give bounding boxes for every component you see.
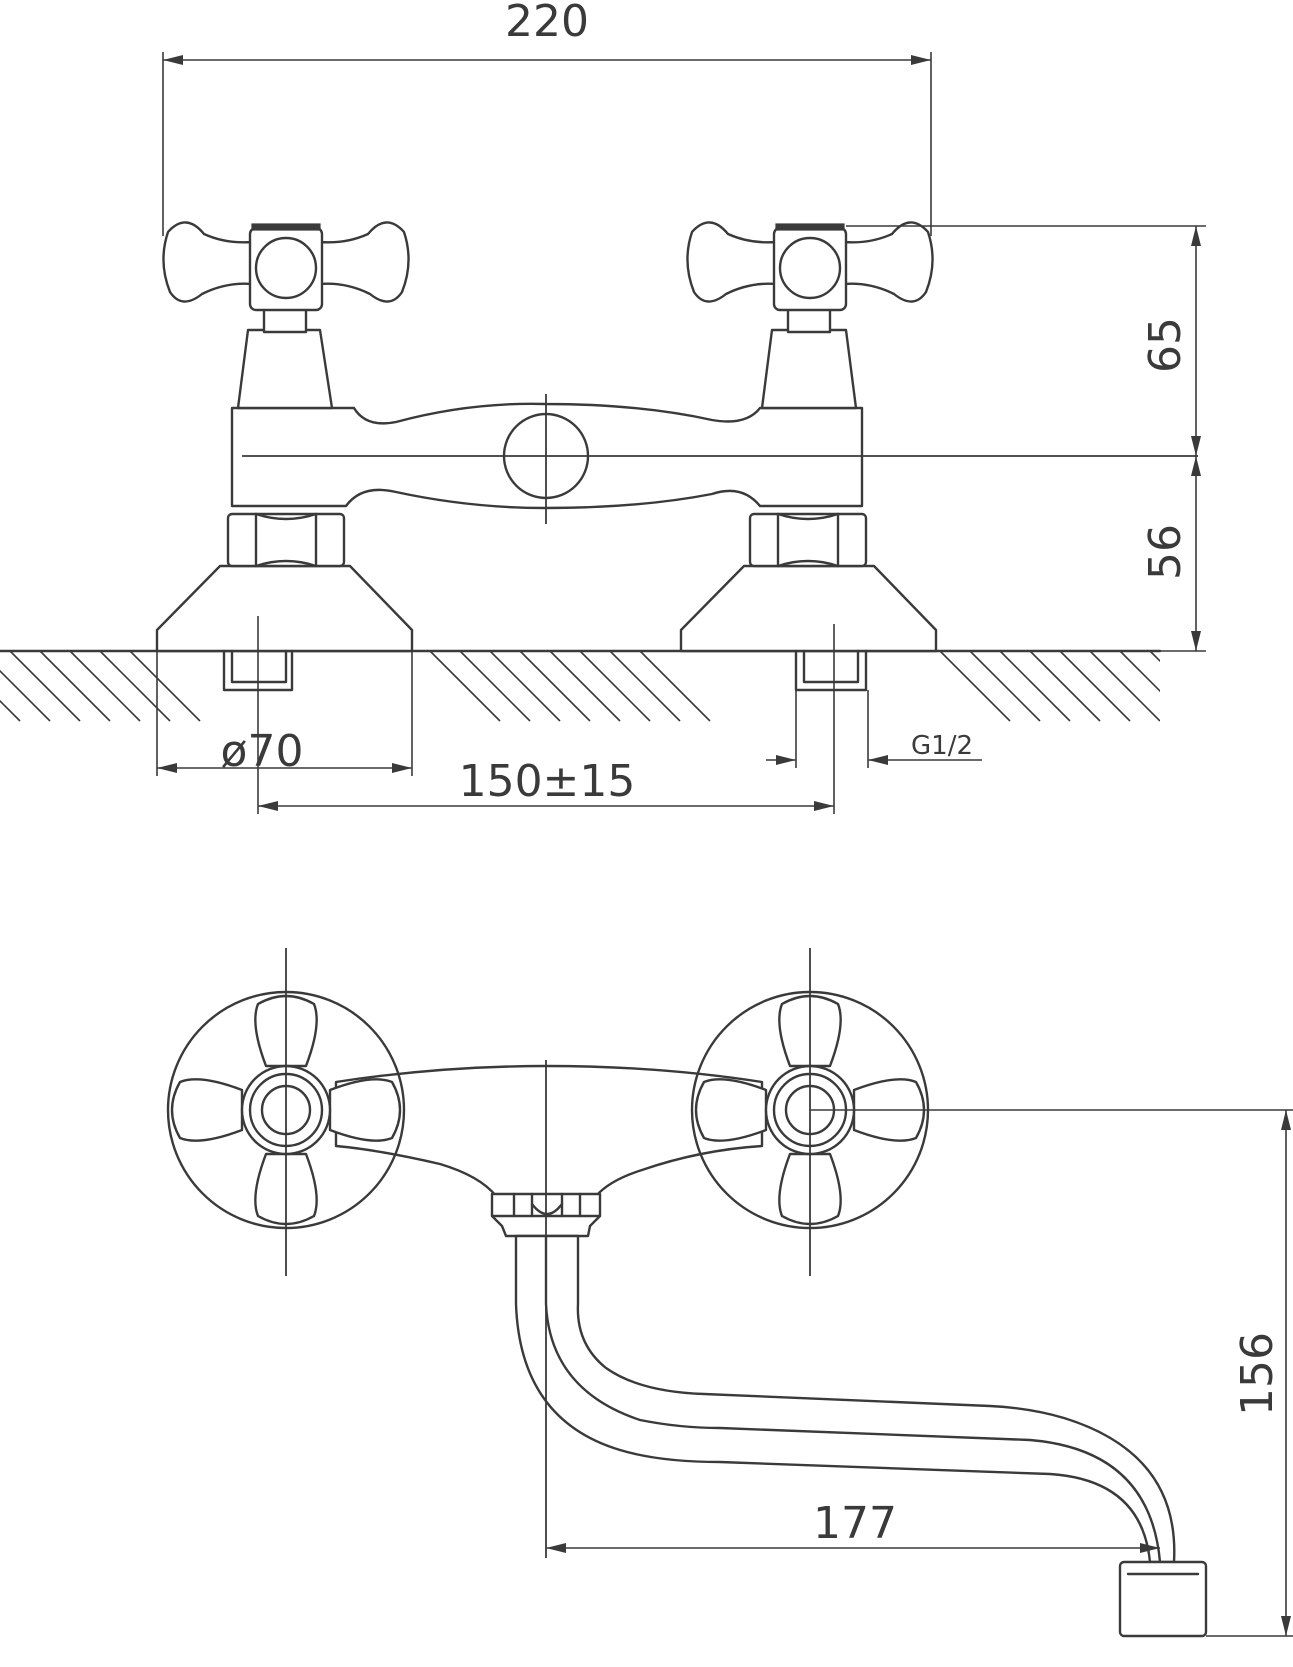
dim-thread-label: G1/2	[911, 731, 973, 761]
dim-70-label: ø70	[221, 726, 304, 777]
dimension-spout-reach: 177	[546, 1498, 1160, 1553]
dim-156-label: 156	[1232, 1332, 1283, 1416]
spout	[514, 1234, 1176, 1564]
dimension-vertical-right: 65 56	[846, 225, 1206, 652]
dim-177-label: 177	[813, 1498, 897, 1549]
dim-150-label: 150±15	[459, 756, 636, 807]
front-view: 220 65 56 ø70	[0, 0, 1206, 814]
dimension-thread: G1/2	[766, 690, 982, 768]
top-view: 156 177	[166, 948, 1293, 1638]
dimension-flange-diameter: ø70	[156, 616, 413, 777]
left-hex-nut	[226, 512, 346, 568]
dim-65-label: 65	[1140, 317, 1191, 373]
right-inlet-pipe	[794, 649, 868, 692]
left-cross-handle	[162, 221, 410, 312]
right-flange	[679, 564, 938, 653]
dimension-overall-width: 220	[162, 0, 932, 236]
right-cross-handle	[686, 221, 934, 312]
right-bonnet	[760, 328, 858, 410]
dim-220-label: 220	[505, 0, 589, 47]
spout-aerator	[1118, 1560, 1208, 1638]
dimension-spout-height: 156	[810, 1109, 1293, 1637]
right-hex-nut	[748, 512, 868, 568]
dim-56-label: 56	[1140, 524, 1191, 580]
top-body	[334, 1064, 764, 1198]
dimension-center-distance: 150±15	[257, 624, 835, 814]
wall-hatching	[0, 650, 1160, 722]
left-bonnet	[236, 328, 334, 410]
left-flange	[155, 564, 414, 653]
